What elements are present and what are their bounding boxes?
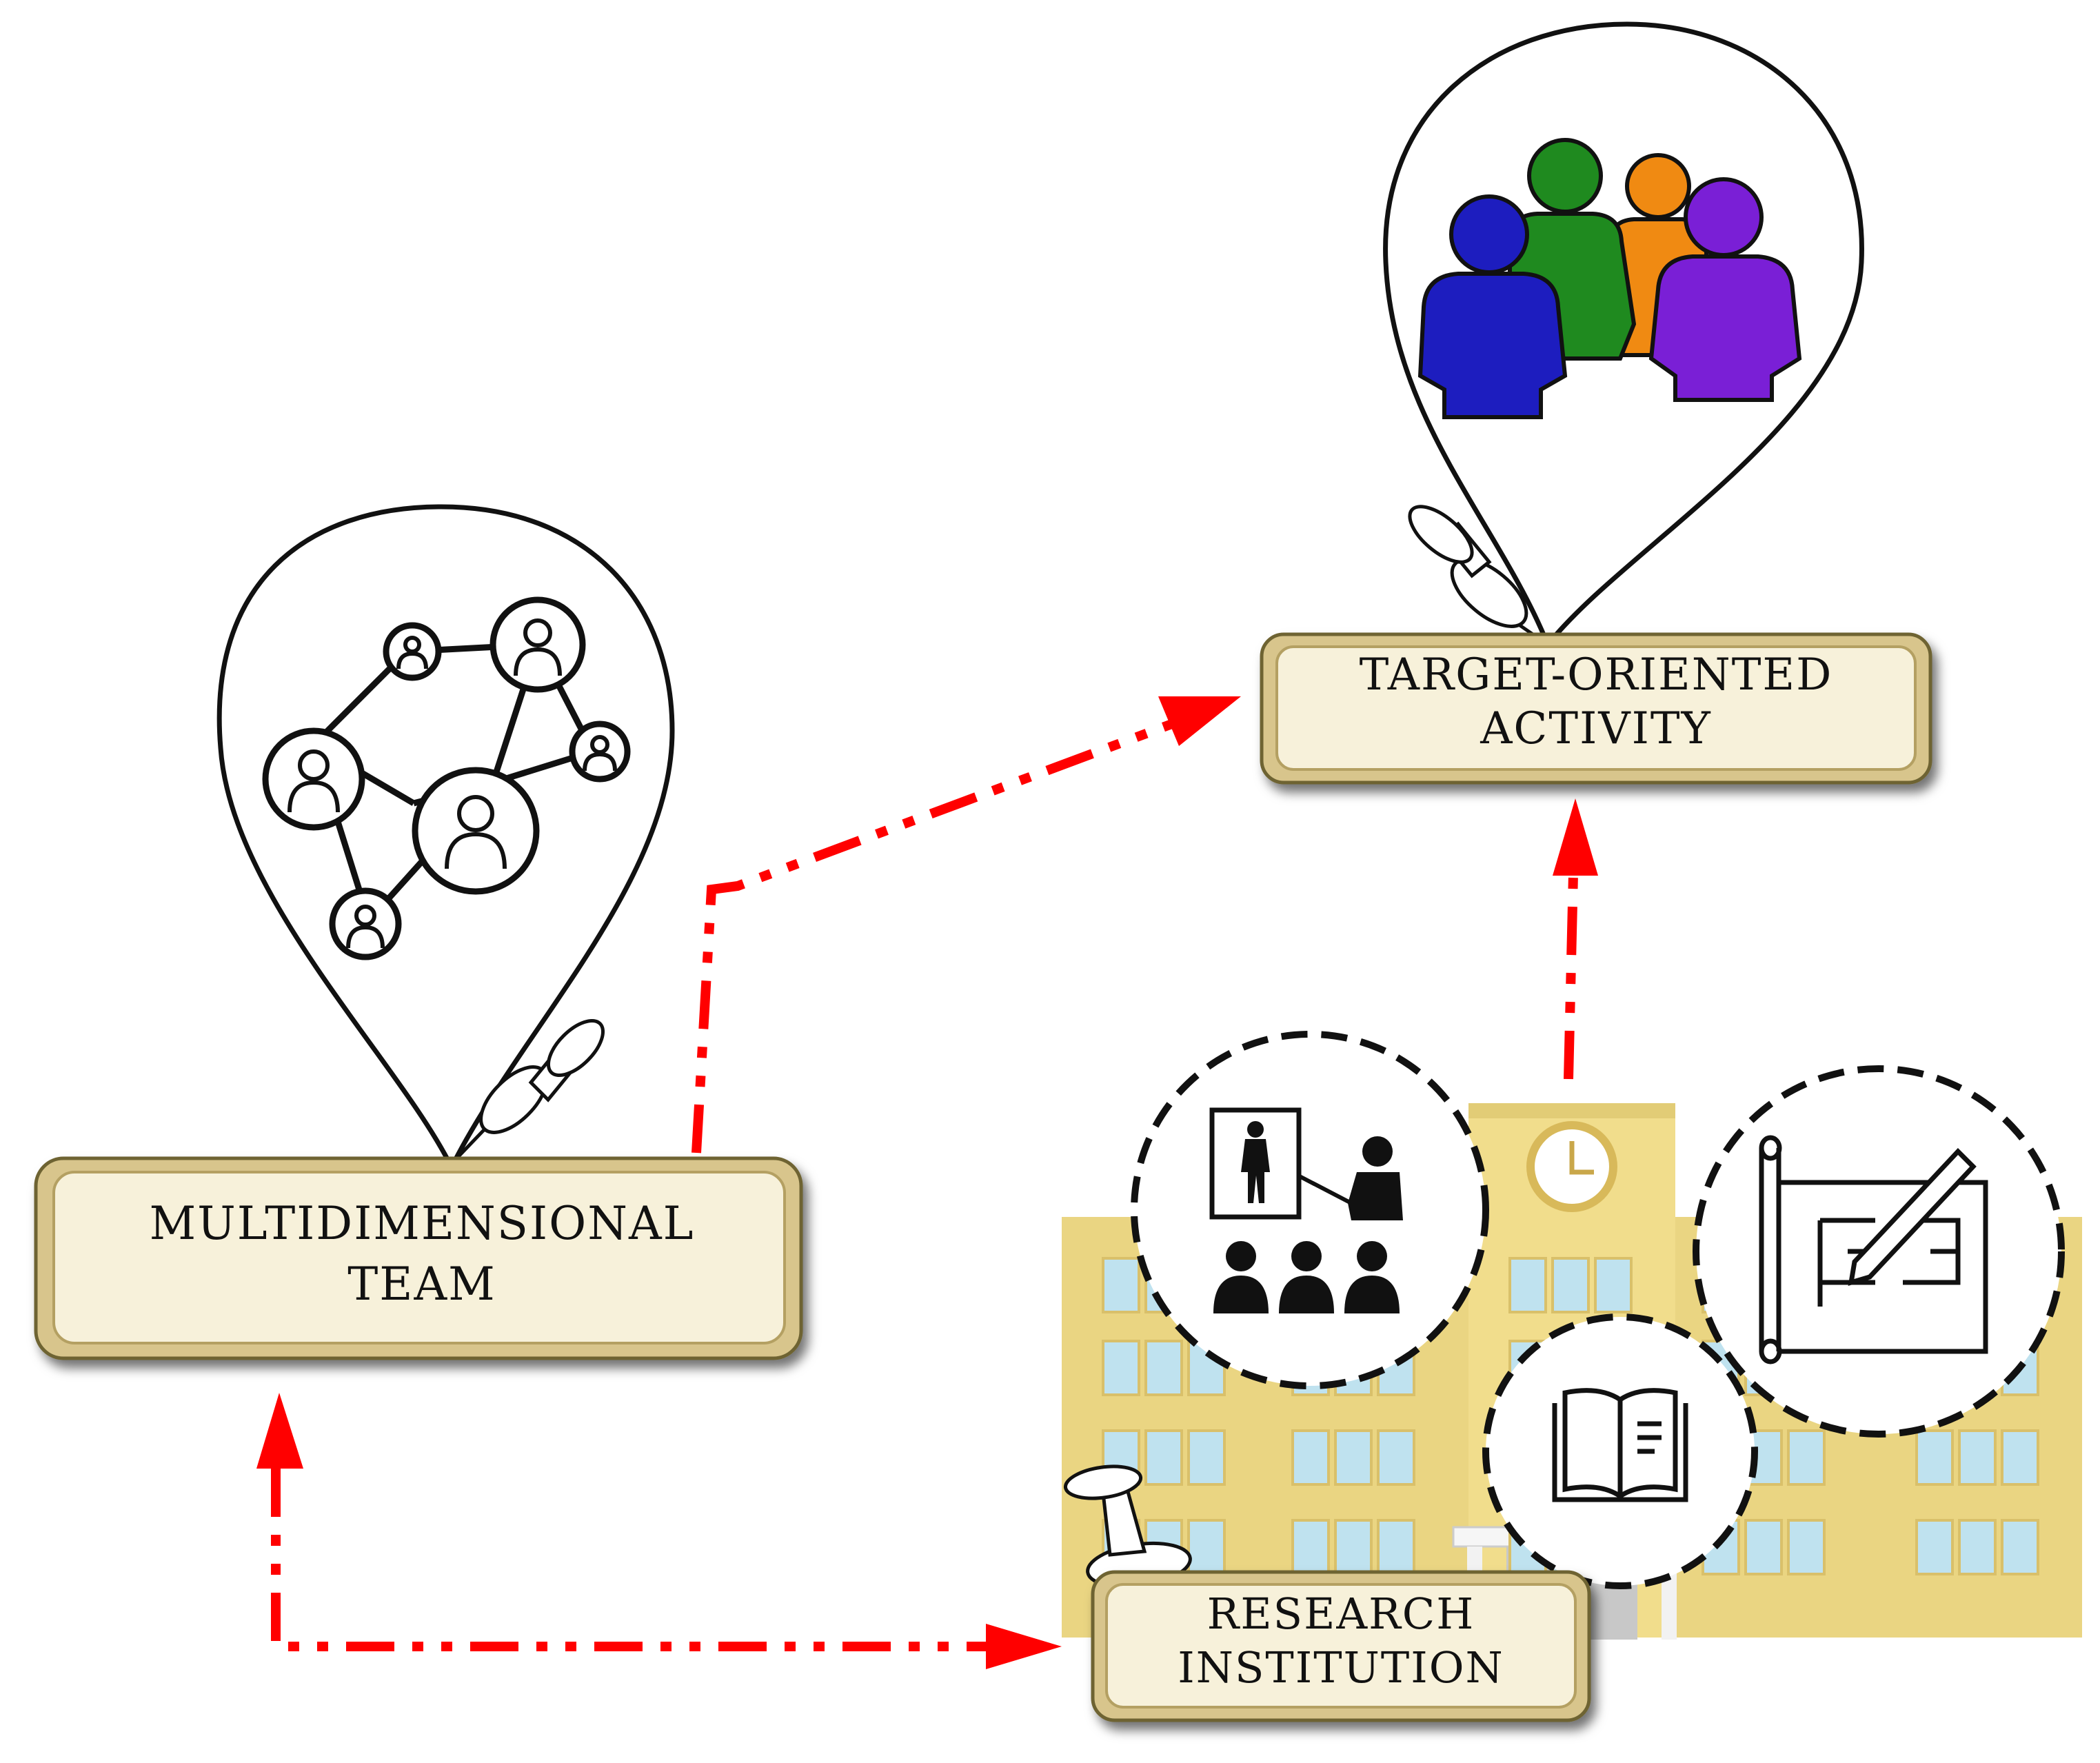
building-window — [1144, 1429, 1183, 1486]
building-window — [1334, 1519, 1373, 1575]
team-label-line2: TEAM — [347, 1258, 496, 1311]
connector-team-to-target — [691, 709, 1202, 1153]
building-window — [1744, 1519, 1783, 1575]
team-plaque — [34, 1156, 803, 1360]
network-people-icon — [262, 596, 631, 960]
target-plaque — [1260, 632, 1932, 785]
building-window — [1594, 1257, 1633, 1313]
team-pin-bubble — [216, 504, 675, 1173]
building-window — [1102, 1257, 1140, 1313]
arrowhead-institution — [986, 1624, 1062, 1669]
institution-label-line2: INSTITUTION — [1178, 1642, 1504, 1693]
building-window — [1377, 1429, 1415, 1486]
building-window — [1334, 1429, 1373, 1486]
building-window — [1377, 1519, 1415, 1575]
building-window — [1144, 1340, 1183, 1396]
building-window — [1291, 1429, 1330, 1486]
arrowhead-target-bottom — [1553, 798, 1598, 876]
connector-lines — [271, 709, 1578, 1651]
building-window — [1187, 1519, 1226, 1575]
building-window — [1915, 1519, 1954, 1575]
clock-icon — [1526, 1121, 1617, 1212]
building-window — [1787, 1519, 1826, 1575]
blueprint-icon — [1693, 1065, 2065, 1438]
connector-institution-to-target — [1564, 874, 1578, 1080]
connector-team-to-institution — [271, 1469, 1007, 1651]
building-window — [1102, 1340, 1140, 1396]
building-window — [1551, 1257, 1590, 1313]
lecture-icon — [1131, 1031, 1489, 1389]
group-people-icon — [1417, 138, 1802, 419]
institution-plaque — [1091, 1570, 1591, 1722]
target-pin-bubble — [1383, 21, 1864, 649]
building-window — [1291, 1519, 1330, 1575]
arrowhead-team-top — [256, 1393, 303, 1469]
arrowhead-target-left — [1158, 696, 1241, 746]
building-window — [1787, 1429, 1826, 1486]
building-window — [2001, 1429, 2039, 1486]
institution-label-line1: RESEARCH — [1207, 1589, 1475, 1639]
building-window — [1508, 1257, 1547, 1313]
building-window — [1958, 1519, 1997, 1575]
team-label-line1: MULTIDIMENSIONAL — [150, 1197, 695, 1250]
target-label-line1: TARGET-ORIENTED — [1360, 649, 1833, 701]
book-icon — [1482, 1313, 1758, 1589]
arrow-heads — [256, 696, 1598, 1669]
building-window — [2001, 1519, 2039, 1575]
building-window — [1958, 1429, 1997, 1486]
building-window — [1915, 1429, 1954, 1486]
target-label-line2: ACTIVITY — [1480, 703, 1712, 754]
building-window — [1187, 1429, 1226, 1486]
